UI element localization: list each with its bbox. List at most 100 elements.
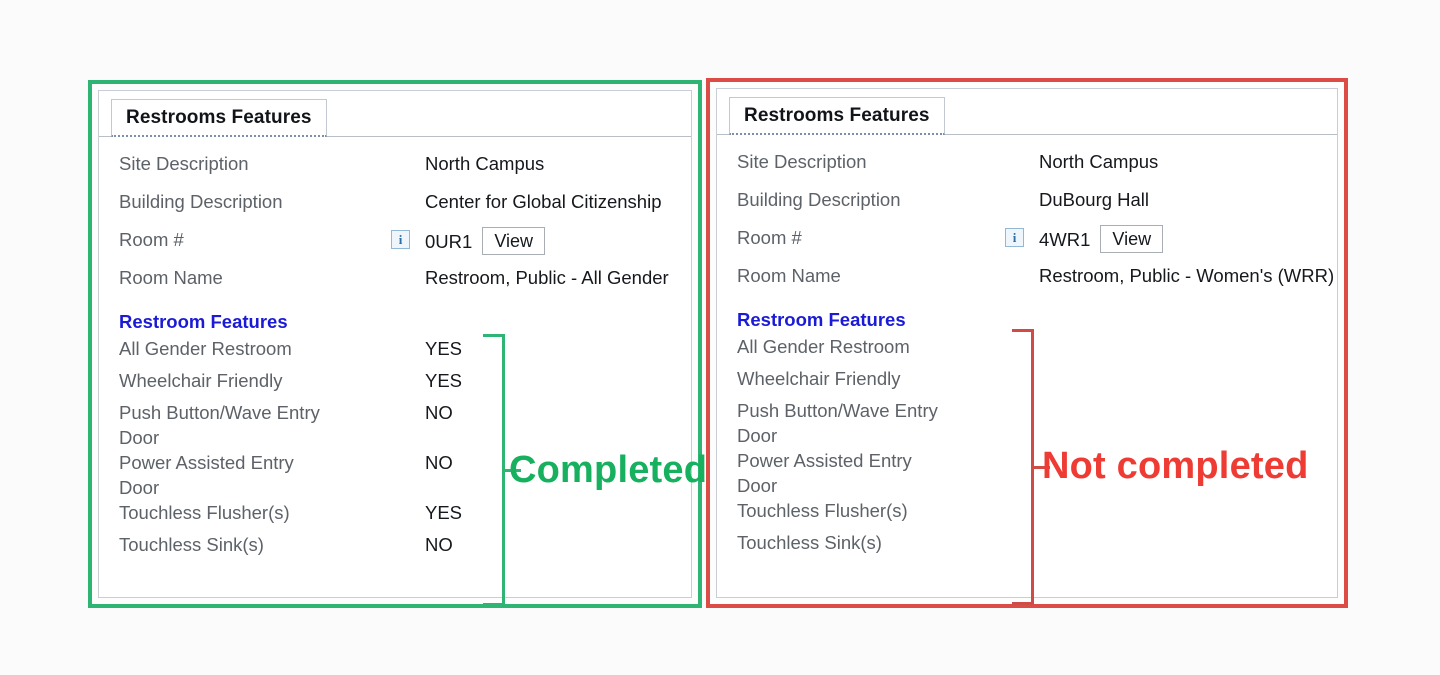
- field-label: Room #: [737, 227, 802, 248]
- restrooms-features-card-left: Restrooms Features Site Description Nort…: [98, 90, 707, 606]
- field-row-room-name: Room Name Restroom, Public - Women's (WR…: [717, 263, 1337, 301]
- field-value: Restroom, Public - All Gender: [425, 267, 669, 288]
- info-icon[interactable]: i: [1005, 228, 1024, 247]
- view-button[interactable]: View: [482, 227, 546, 255]
- feature-row: Touchless Sink(s) NO: [99, 532, 691, 564]
- field-row-room-number: Room # i 4WR1 View: [717, 225, 1337, 263]
- tabstrip-left: Restrooms Features: [99, 97, 691, 137]
- section-heading-restroom-features: Restroom Features: [737, 309, 906, 330]
- field-list-left: Site Description North Campus Building D…: [99, 137, 691, 564]
- field-value: North Campus: [1039, 151, 1159, 172]
- feature-row: Touchless Sink(s): [717, 530, 1337, 562]
- field-value-group: 0UR1 View: [425, 227, 546, 255]
- field-label: Site Description: [737, 151, 867, 172]
- field-row-building-description: Building Description DuBourg Hall: [717, 187, 1337, 225]
- field-label: Room #: [119, 229, 184, 250]
- feature-label: Wheelchair Friendly: [119, 370, 283, 391]
- room-number-value: 4WR1: [1039, 228, 1091, 250]
- icon-slot: [1005, 263, 1039, 288]
- icon-slot: [391, 189, 425, 214]
- feature-label: All Gender Restroom: [737, 336, 910, 357]
- field-row-room-name: Room Name Restroom, Public - All Gender: [99, 265, 691, 303]
- feature-label: Push Button/Wave Entry Door: [737, 400, 938, 446]
- field-row-site-description: Site Description North Campus: [99, 151, 691, 189]
- feature-value: NO: [425, 452, 453, 473]
- field-row-building-description: Building Description Center for Global C…: [99, 189, 691, 227]
- feature-value: YES: [425, 370, 463, 391]
- feature-label: Touchless Flusher(s): [119, 502, 290, 523]
- section-heading-restroom-features: Restroom Features: [119, 311, 288, 332]
- feature-row: All Gender Restroom YES: [99, 336, 691, 368]
- bracket-arm-top: [483, 334, 505, 337]
- room-number-value: 0UR1: [425, 230, 473, 252]
- info-icon[interactable]: i: [391, 230, 410, 249]
- tab-restrooms-features[interactable]: Restrooms Features: [729, 97, 945, 135]
- icon-slot: [391, 400, 425, 425]
- tab-label: Restrooms Features: [744, 104, 930, 126]
- feature-label: Power Assisted Entry Door: [119, 452, 294, 498]
- field-row-room-number: Room # i 0UR1 View: [99, 227, 691, 265]
- feature-row: All Gender Restroom: [717, 334, 1337, 366]
- field-value: North Campus: [425, 153, 545, 174]
- tabstrip-right: Restrooms Features: [717, 95, 1337, 135]
- not-completed-bracket: [992, 329, 1050, 605]
- bracket-spine: [1031, 329, 1034, 605]
- bracket-tick: [1034, 466, 1050, 469]
- panel-not-completed: Restrooms Features Site Description Nort…: [706, 78, 1348, 608]
- feature-row: Touchless Flusher(s) YES: [99, 500, 691, 532]
- feature-label: Touchless Sink(s): [737, 532, 882, 553]
- feature-row: Wheelchair Friendly: [717, 366, 1337, 398]
- field-list-right: Site Description North Campus Building D…: [717, 135, 1337, 562]
- field-value: DuBourg Hall: [1039, 189, 1150, 210]
- icon-slot: [1005, 149, 1039, 174]
- feature-label: Wheelchair Friendly: [737, 368, 901, 389]
- icon-slot: [391, 450, 425, 475]
- tab-restrooms-features[interactable]: Restrooms Features: [111, 99, 327, 137]
- field-label: Building Description: [119, 191, 283, 212]
- feature-row: Power Assisted Entry Door NO: [99, 450, 691, 500]
- feature-row: Power Assisted Entry Door: [717, 448, 1337, 498]
- annotation-not-completed: Not completed: [1042, 445, 1309, 487]
- field-label: Room Name: [119, 267, 223, 288]
- icon-slot: [1005, 187, 1039, 212]
- feature-row: Push Button/Wave Entry Door: [717, 398, 1337, 448]
- feature-row: Touchless Flusher(s): [717, 498, 1337, 530]
- tab-label: Restrooms Features: [126, 106, 312, 128]
- field-value-group: 4WR1 View: [1039, 225, 1164, 253]
- feature-value: YES: [425, 502, 463, 523]
- field-label: Building Description: [737, 189, 901, 210]
- feature-label: Touchless Flusher(s): [737, 500, 908, 521]
- icon-slot: [391, 265, 425, 290]
- bracket-spine: [502, 334, 505, 606]
- feature-label: Touchless Sink(s): [119, 534, 264, 555]
- feature-row: Wheelchair Friendly YES: [99, 368, 691, 400]
- bracket-arm-bottom: [483, 603, 505, 606]
- feature-row: Push Button/Wave Entry Door NO: [99, 400, 691, 450]
- feature-value: NO: [425, 402, 453, 423]
- icon-slot: [391, 368, 425, 393]
- field-label: Room Name: [737, 265, 841, 286]
- icon-slot: [391, 336, 425, 361]
- field-value: Center for Global Citizenship: [425, 191, 662, 212]
- view-button[interactable]: View: [1100, 225, 1164, 253]
- annotation-completed: Completed: [509, 449, 708, 491]
- feature-label: Power Assisted Entry Door: [737, 450, 912, 496]
- bracket-arm-bottom: [1012, 602, 1034, 605]
- icon-slot: [391, 532, 425, 557]
- bracket-tick: [505, 469, 521, 472]
- feature-label: All Gender Restroom: [119, 338, 292, 359]
- panel-completed: Restrooms Features Site Description Nort…: [88, 80, 707, 608]
- field-value: Restroom, Public - Women's (WRR): [1039, 265, 1335, 286]
- icon-slot: i: [1005, 225, 1039, 250]
- bracket-arm-top: [1012, 329, 1034, 332]
- icon-slot: [391, 151, 425, 176]
- restrooms-features-card-right: Restrooms Features Site Description Nort…: [716, 88, 1338, 605]
- field-label: Site Description: [119, 153, 249, 174]
- feature-value: YES: [425, 338, 463, 359]
- completed-bracket: [463, 334, 521, 606]
- field-row-site-description: Site Description North Campus: [717, 149, 1337, 187]
- icon-slot: [391, 500, 425, 525]
- icon-slot: i: [391, 227, 425, 252]
- feature-value: NO: [425, 534, 453, 555]
